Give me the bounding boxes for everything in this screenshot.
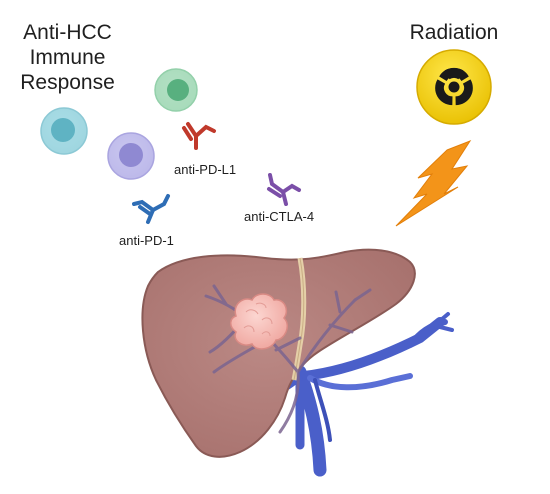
- heading-line: Anti-HCC: [23, 21, 112, 44]
- anti-ctla-4-label: anti-CTLA-4: [244, 209, 315, 224]
- antibody-icon: [132, 194, 170, 224]
- anti-pd-1-label: anti-PD-1: [119, 233, 174, 248]
- radiation-heading: Radiation: [409, 21, 499, 44]
- antibody-icon: [267, 173, 301, 206]
- immune-cell-icon: [154, 68, 198, 112]
- heading-line: Response: [20, 71, 115, 94]
- radiation-hazard-icon: [416, 49, 492, 125]
- immune-response-heading: Anti-HCC Immune Response: [10, 20, 125, 95]
- anti-pd-l1-label: anti-PD-L1: [174, 162, 237, 177]
- lightning-bolt-icon: [395, 139, 472, 227]
- antibody-icon: [182, 122, 216, 150]
- immune-cell-icon: [107, 132, 155, 180]
- tumor-icon: [230, 293, 288, 350]
- immune-cell-icon: [40, 107, 88, 155]
- liver-icon: [141, 248, 416, 458]
- heading-line: Immune: [29, 46, 106, 69]
